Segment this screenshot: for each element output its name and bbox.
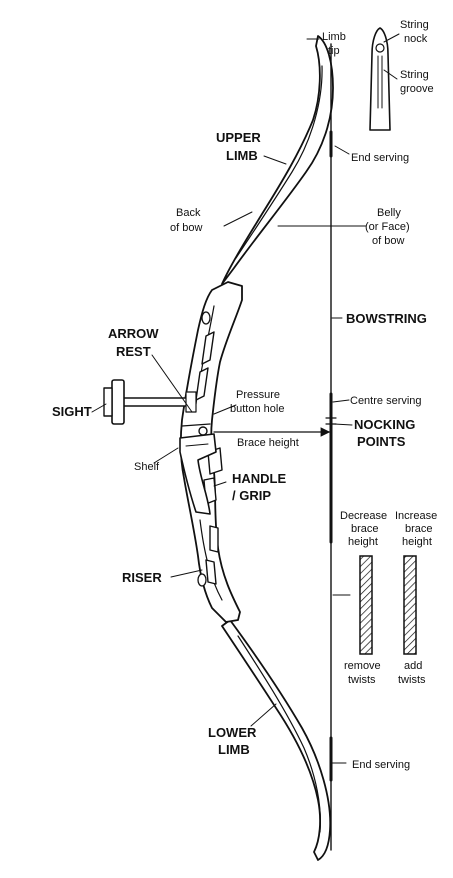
grip <box>179 433 217 515</box>
arrow-rest-label: ARROW REST <box>108 326 162 359</box>
nocking-points-label: NOCKING POINTS <box>354 417 419 449</box>
string-nock-label: String nock <box>400 19 432 45</box>
decrease-string-illustration <box>359 555 373 655</box>
arrow-rest-detail <box>181 423 211 436</box>
belly-of-bow-label: Belly (or Face) of bow <box>365 207 413 247</box>
pressure-button-hole-label: Pressure button hole <box>230 389 284 415</box>
centre-serving-label: Centre serving <box>350 395 422 407</box>
shelf-label: Shelf <box>134 461 160 473</box>
increase-string-illustration <box>403 555 417 655</box>
string-nock-inset <box>369 27 391 131</box>
upper-limb-label: UPPER LIMB <box>216 130 264 163</box>
increase-brace-height-label: Increase brace height <box>395 510 440 548</box>
lower-limb-label: LOWER LIMB <box>208 725 260 757</box>
sight-assembly <box>103 379 197 425</box>
remove-twists-label: remove twists <box>344 660 384 686</box>
limb-tip-label: Limb tip <box>322 31 349 57</box>
brace-height-label: Brace height <box>237 437 299 449</box>
riser-label: RISER <box>122 570 162 585</box>
decrease-brace-height-label: Decrease brace height <box>340 510 390 548</box>
add-twists-label: add twists <box>398 660 426 686</box>
string-groove-label: String groove <box>400 69 434 95</box>
handle-grip-label: HANDLE / GRIP <box>232 471 290 503</box>
lower-limb <box>221 619 332 861</box>
back-of-bow-label: Back of bow <box>170 207 204 234</box>
bowstring-line <box>325 43 337 851</box>
end-serving-bottom-label: End serving <box>352 759 410 771</box>
end-serving-top-label: End serving <box>351 152 409 164</box>
bowstring-label: BOWSTRING <box>346 311 427 326</box>
sight-label: SIGHT <box>52 404 92 419</box>
leader-lines <box>91 33 400 764</box>
